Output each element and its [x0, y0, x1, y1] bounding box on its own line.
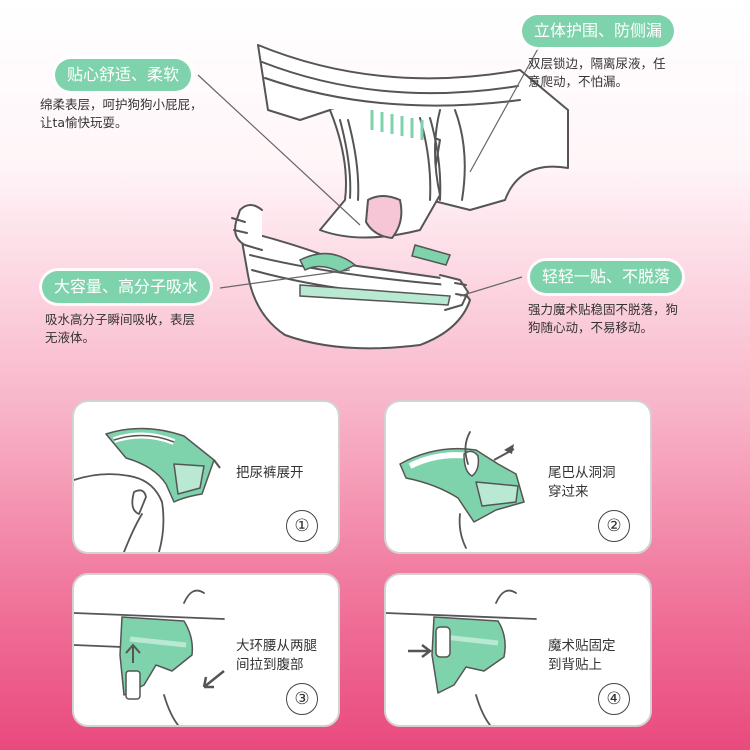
diaper-illustration — [231, 44, 569, 350]
feature-title: 轻轻一贴、不脱落 — [530, 261, 683, 293]
step-number: ① — [286, 510, 318, 542]
step-card: 大环腰从两腿 间拉到腹部 ③ — [72, 573, 340, 727]
dog-illustration — [74, 427, 221, 552]
step-number: ② — [598, 510, 630, 542]
step-card: 魔术贴固定 到背贴上 ④ — [384, 573, 652, 727]
feature-desc: 吸水高分子瞬间吸收，表层 无液体。 — [45, 312, 196, 345]
feature-desc: 双层锁边，隔离尿液，任 意爬动，不怕漏。 — [528, 56, 666, 89]
step-text: 尾巴从洞洞 穿过来 — [548, 465, 616, 500]
step-text: 魔术贴固定 到背贴上 — [548, 638, 616, 673]
step-text: 把尿裤展开 — [236, 465, 304, 481]
leader-lines — [197, 44, 541, 297]
feature-desc: 绵柔表层，呵护狗狗小屁屁， 让ta愉快玩耍。 — [40, 97, 203, 130]
step-card: 把尿裤展开 ① — [72, 400, 340, 554]
feature-title: 贴心舒适、柔软 — [55, 59, 192, 91]
dog-illustration — [74, 589, 225, 725]
feature-title: 大容量、高分子吸水 — [42, 271, 211, 303]
step-number: ③ — [286, 683, 318, 715]
feature-desc: 强力魔术贴稳固不脱落，狗 狗随心动，不易移动。 — [528, 302, 679, 335]
step-number: ④ — [598, 683, 630, 715]
feature-title: 立体护围、防侧漏 — [522, 15, 675, 47]
step-text: 大环腰从两腿 间拉到腹部 — [236, 638, 317, 673]
dog-illustration — [386, 589, 537, 725]
step-card: 尾巴从洞洞 穿过来 ② — [384, 400, 652, 554]
dog-illustration — [399, 431, 525, 549]
